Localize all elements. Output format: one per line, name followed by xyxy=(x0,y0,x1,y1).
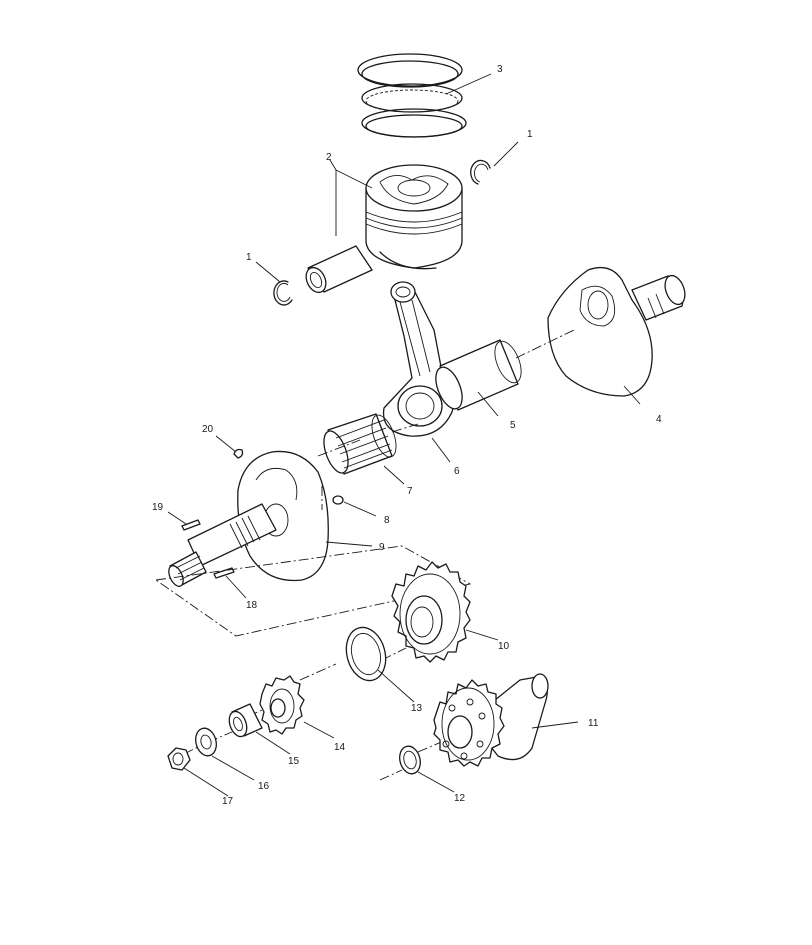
callout-11: 11 xyxy=(588,718,599,729)
washer-12 xyxy=(399,745,421,775)
callout-7: 7 xyxy=(407,486,413,497)
dowel-pin-19 xyxy=(181,519,201,531)
callout-19: 19 xyxy=(152,502,164,513)
callout-13: 13 xyxy=(411,703,423,714)
nut-17 xyxy=(167,747,191,771)
spacer-15 xyxy=(228,703,263,738)
callout-3: 3 xyxy=(497,64,503,75)
callout-5: 5 xyxy=(510,420,516,431)
gear-10 xyxy=(391,561,471,663)
leader-lines xyxy=(167,73,641,797)
callout-10: 10 xyxy=(498,641,510,652)
callout-8: 8 xyxy=(384,515,390,526)
callout-labels: 1 1 2 3 4 5 6 7 8 9 10 11 12 13 14 15 16… xyxy=(152,64,662,807)
piston-rings xyxy=(357,53,467,138)
callout-1-right: 1 xyxy=(527,129,533,140)
callout-12: 12 xyxy=(454,793,466,804)
connecting-rod xyxy=(382,281,456,437)
crank-half-right xyxy=(547,266,686,397)
callout-17: 17 xyxy=(222,796,234,807)
callout-15: 15 xyxy=(288,756,300,767)
woodruff-key xyxy=(233,448,244,459)
piston xyxy=(365,164,463,270)
dowel-pin-18 xyxy=(213,567,235,579)
plug-8 xyxy=(332,495,344,505)
crank-pin xyxy=(435,339,522,411)
callout-9: 9 xyxy=(379,542,385,553)
callout-6: 6 xyxy=(454,466,460,477)
callout-1-left: 1 xyxy=(246,252,252,263)
drive-gear-14 xyxy=(259,675,305,735)
circlip-right xyxy=(470,159,491,185)
callout-14: 14 xyxy=(334,742,346,753)
needle-bearing xyxy=(323,413,397,475)
callout-20: 20 xyxy=(202,424,214,435)
wrist-pin xyxy=(305,245,373,294)
callout-4: 4 xyxy=(656,414,662,425)
callout-18: 18 xyxy=(246,600,258,611)
callout-2: 2 xyxy=(326,152,332,163)
thrust-washer-13 xyxy=(345,626,387,682)
washer-16 xyxy=(195,727,217,757)
circlip-left xyxy=(273,280,293,306)
balance-shaft xyxy=(433,673,549,767)
callout-16: 16 xyxy=(258,781,270,792)
crank-half-left xyxy=(168,450,329,587)
